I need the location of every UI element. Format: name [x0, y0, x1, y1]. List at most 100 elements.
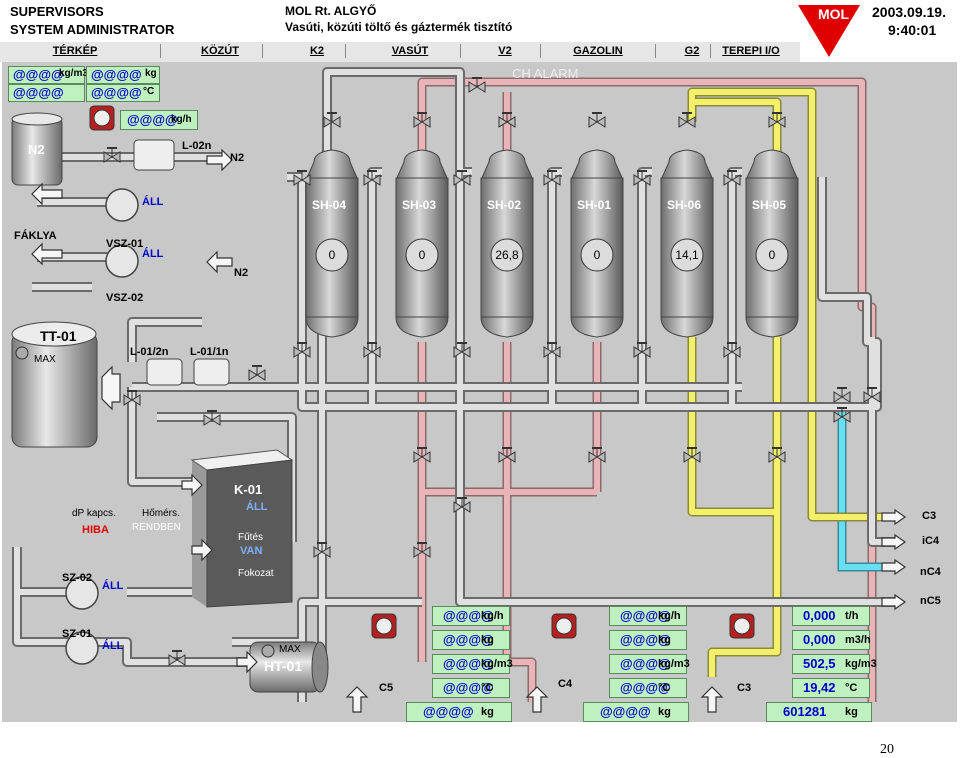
valve-icon [453, 170, 471, 186]
meter-unit: kg [481, 706, 494, 718]
meter-value-box: @@@@kg [583, 702, 689, 722]
meter-value: 19,42 [803, 680, 836, 695]
k01-status: ÁLL [246, 501, 268, 513]
meter-value: @@@@ [443, 632, 494, 647]
column-gauge [670, 238, 704, 272]
valve-icon [633, 170, 651, 186]
top-value-box: @@@@°C [86, 84, 160, 102]
separator-column [745, 149, 799, 338]
meter-unit: kg/m3 [845, 658, 877, 670]
column-gauge [490, 238, 524, 272]
sz01-status: ÁLL [102, 640, 124, 652]
meter-value: 0,000 [803, 632, 836, 647]
cyan-pipe [839, 402, 897, 570]
sz01-label: SZ-01 [62, 628, 92, 640]
l01-2n-label: L-01/2n [130, 346, 169, 358]
meter-value-box: @@@@ kg [406, 702, 512, 722]
nav-k2[interactable]: K2 [309, 45, 325, 57]
c4-meter-label: C4 [558, 678, 573, 690]
valve-icon [168, 650, 186, 666]
filters [133, 139, 230, 386]
meter-value: @@@@ [620, 680, 671, 695]
nav-terepi-io[interactable]: TEREPI I/O [722, 45, 780, 57]
meter-value: @@@@ [620, 656, 671, 671]
meter-value-box: 601281 kg [766, 702, 872, 722]
k01-label: K-01 [234, 482, 263, 497]
column-name: SH-05 [752, 198, 787, 212]
nav-vasut[interactable]: VASÚT [391, 45, 429, 57]
nav-g2[interactable]: G2 [684, 45, 700, 57]
nav-v2[interactable]: V2 [498, 45, 512, 57]
valve-icon [683, 447, 701, 463]
column-gauge [315, 238, 349, 272]
l01-1n-label: L-01/1n [190, 346, 229, 358]
flow-arrows [31, 148, 907, 713]
valve-icon [363, 170, 381, 186]
column-gauge-value: 26,8 [495, 248, 519, 262]
valve-icon [363, 342, 381, 358]
meter-value: @@@@ [443, 656, 494, 671]
pipe-network [11, 67, 907, 713]
top-value-box: @@@@kg [86, 66, 160, 84]
meter-value-box: 0,000 t/h [792, 606, 870, 626]
site-name: MOL Rt. ALGYŐ [285, 4, 377, 18]
dp-kapcs-status: HIBA [82, 524, 109, 536]
nav-kozut[interactable]: KÖZÚT [201, 45, 239, 57]
n2-out-label: N2 [230, 152, 245, 164]
meter-unit: kg [658, 706, 671, 718]
meter-value: @@@@ [423, 704, 474, 719]
vsz02-label: VSZ-02 [106, 292, 144, 304]
meter-value-box: @@@@kg/m3 [609, 654, 690, 674]
ht01-tank [249, 641, 329, 693]
meter-unit: kg [845, 706, 858, 718]
ht01-max-label: MAX [279, 644, 301, 655]
meter-value-box: @@@@kg [609, 630, 687, 650]
column-gauge [405, 238, 439, 272]
tt01-tank [11, 321, 98, 448]
gray-pipe [14, 69, 897, 702]
mol-logo: MOL [798, 5, 860, 57]
valve-icon [768, 112, 786, 128]
pumps [65, 188, 139, 665]
valve-icon [203, 410, 221, 426]
column-name: SH-03 [402, 198, 437, 212]
column-gauge-value: 0 [328, 248, 336, 262]
tt01-label: TT-01 [40, 328, 77, 344]
out-ic4-label: iC4 [922, 535, 940, 547]
valve-icon [413, 542, 431, 558]
date-display: 2003.09.19. [872, 4, 946, 20]
meter-value: 0,000 [803, 608, 836, 623]
meter-value: 601281 [783, 704, 827, 719]
valve-icon [413, 112, 431, 128]
separator-column [305, 149, 359, 338]
site-subtitle: Vasúti, közúti töltő és gáztermék tisztí… [285, 20, 513, 34]
valve-icon [833, 407, 851, 423]
valve-icon [123, 390, 141, 406]
vsz02-status: ÁLL [142, 248, 164, 260]
nav-terkep[interactable]: TÉRKÉP [52, 45, 98, 57]
column-name: SH-06 [667, 198, 702, 212]
valve-icon [863, 387, 881, 403]
top-value-box: @@@@ [8, 84, 85, 102]
meter-unit: kg/h [481, 610, 504, 622]
out-c3-label: C3 [922, 510, 937, 522]
valve-icon [453, 342, 471, 358]
nav-gazolin[interactable]: GAZOLIN [573, 45, 623, 57]
separator-column [660, 149, 714, 338]
meter-unit: kg/m3 [658, 658, 690, 670]
c5-meter-label: C5 [379, 682, 394, 694]
process-diagram: CH ALARM @@@@kg/m3 @@@@kg @@@@ @@@@°C @@… [2, 62, 957, 722]
valve-icon [103, 147, 121, 163]
valve-icon [723, 342, 741, 358]
separator-column [480, 149, 534, 338]
valve-icon [833, 387, 851, 403]
tt01-max-label: MAX [34, 354, 56, 365]
flow-transmitters [89, 105, 755, 639]
column-name: SH-01 [577, 198, 612, 212]
k01-unit [190, 449, 294, 608]
valve-icon [293, 170, 311, 186]
meter-unit: t/h [845, 610, 859, 622]
yellow-pipe [689, 89, 897, 677]
